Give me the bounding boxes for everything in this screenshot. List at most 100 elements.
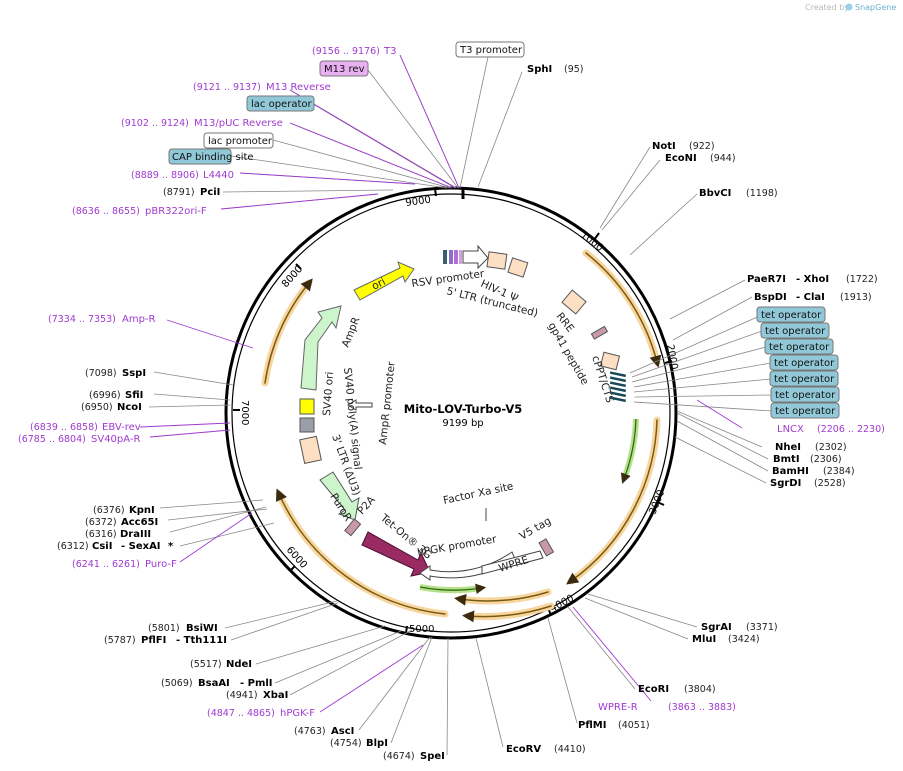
tet-operator-6: tet operator: [775, 390, 836, 401]
t3-promoter-label: T3 promoter: [459, 45, 523, 56]
ampr-promoter-label: AmpR promoter: [377, 360, 398, 445]
m13puc-label: M13/pUC Reverse: [194, 118, 283, 129]
pmli-label: - PmlI: [240, 678, 273, 689]
sv40-ori-box: [299, 398, 315, 415]
sgrai-pos: (3371): [746, 622, 778, 633]
noti-label: NotI: [652, 141, 676, 152]
ndei-pos: (5517): [190, 659, 222, 670]
bspdi-label: BspDI: [754, 292, 787, 303]
kpni-pos: (6376): [93, 505, 125, 516]
ecorv-label: EcoRV: [506, 744, 541, 755]
sphi-label: SphI: [527, 64, 552, 75]
hpgkf-label: hPGK-F: [280, 708, 315, 719]
plasmid-length: 9199 bp: [442, 418, 483, 429]
credit-app: SnapGene: [855, 3, 896, 12]
m13puc-pos: (9102 .. 9124): [121, 118, 189, 129]
lac-promoter-label: lac promoter: [208, 136, 273, 147]
snapgene-logo-icon: [845, 3, 853, 11]
m13rev-f-pos: (9121 .. 9137): [193, 82, 261, 93]
pflfi-pos: (5787): [104, 635, 136, 646]
pbr-pos: (8636 .. 8655): [72, 206, 140, 217]
acc65i-label: Acc65I: [121, 517, 158, 528]
lncx-label: LNCX: [777, 424, 804, 435]
econi-pos: (944): [710, 153, 736, 164]
sfii-pos: (6996): [89, 390, 121, 401]
credit-text: Created by: [805, 3, 849, 12]
lac-mark-4: [459, 250, 462, 264]
bbvci-label: BbvCI: [699, 188, 731, 199]
t3-label: T3: [383, 46, 396, 57]
tick-7000: 7000: [239, 400, 250, 425]
puror-feature: [319, 471, 360, 521]
ecori-label: EcoRI: [638, 684, 669, 695]
m13rev-f-label: M13 Reverse: [266, 82, 331, 93]
noti-pos: (922): [689, 141, 715, 152]
bsaai-pos: (5069): [161, 678, 193, 689]
lac-mark-3: [454, 250, 458, 264]
clai-label: - ClaI: [796, 292, 825, 303]
ltr3-box: [299, 435, 322, 464]
purof-label: Puro-F: [145, 559, 177, 570]
tick-9000: 9000: [405, 195, 432, 209]
asci-pos: (4763): [294, 726, 326, 737]
kpni-label: KpnI: [129, 505, 155, 516]
xhoi-pos: (1722): [846, 274, 878, 285]
lac-operator-box: [246, 95, 315, 112]
wpre-box: [481, 550, 544, 575]
ebvrev-pos: (6839 .. 6858): [30, 422, 98, 433]
sspi-pos: (7098): [85, 368, 117, 379]
econi-label: EcoNI: [665, 153, 697, 164]
wpre-label: WPRE: [497, 554, 530, 575]
cds-arcs: [261, 249, 662, 623]
tet-operator-1: tet operator: [761, 310, 822, 321]
nhei-label: NheI: [775, 442, 801, 453]
xhoi-label: - XhoI: [796, 274, 829, 285]
lac-promoter-box: [203, 132, 274, 149]
draiii-pos: (6316): [85, 529, 117, 540]
tet-operator-7: tet operator: [775, 406, 836, 417]
tick-2000: 2000: [664, 344, 679, 371]
sfii-label: SfiI: [125, 390, 143, 401]
spei-label: SpeI: [420, 751, 445, 762]
rsv-promoter-arrow: [462, 244, 489, 270]
pbr-label: pBR322ori-F: [145, 206, 207, 217]
v5tag-box: [538, 538, 555, 557]
wpre-r-label: WPRE-R: [598, 702, 638, 713]
wpre-r-pos: (3863 .. 3883): [668, 702, 736, 713]
pflfi-label: PflFI: [141, 635, 166, 646]
bamhi-pos: (2384): [823, 466, 855, 477]
bmti-pos: (2306): [810, 454, 842, 465]
sv40-ori-label: SV40 ori: [321, 371, 336, 416]
tet-operator-4: tet operator: [774, 358, 835, 369]
m13rev-box: [319, 60, 369, 77]
sgrdi-pos: (2528): [814, 478, 846, 489]
sexai-label: - SexAI: [121, 541, 161, 552]
pcii-label: PciI: [200, 187, 220, 198]
csii-label: CsiI: [92, 541, 112, 552]
hiv-psi-box: [507, 257, 529, 278]
lac-mark-1: [443, 250, 447, 264]
mlui-pos: (3424): [728, 634, 760, 645]
bsaai-label: BsaAI: [198, 678, 230, 689]
left-labels: (6241 .. 6261) Puro-F (6312) CsiI - SexA…: [18, 314, 177, 570]
tth111i-label: - Tth111I: [176, 635, 227, 646]
asci-label: AscI: [331, 726, 354, 737]
ampr-primer-pos: (7334 .. 7353): [48, 314, 116, 325]
lac-mark-2: [449, 250, 453, 264]
rre-box: [561, 289, 587, 315]
sgrai-label: SgrAI: [701, 622, 732, 633]
ampr-feature: [300, 305, 342, 391]
tick-3000: 3000: [648, 488, 668, 516]
lac-operator-label: lac operator: [251, 99, 312, 110]
sv40par-pos: (6785 .. 6804): [18, 434, 86, 445]
draiii-label: DraIII: [120, 529, 151, 540]
tick-8000: 8000: [280, 264, 305, 290]
ecorv-pos: (4410): [554, 744, 586, 755]
t3-pos: (9156 .. 9176): [312, 46, 380, 57]
sv40par-label: SV40pA-R: [91, 434, 140, 445]
ori-label: ori: [370, 276, 388, 293]
v5tag-label: V5 tag: [518, 515, 554, 543]
ltr5-box: [486, 251, 508, 270]
bsiwi-pos: (5801): [148, 623, 180, 634]
